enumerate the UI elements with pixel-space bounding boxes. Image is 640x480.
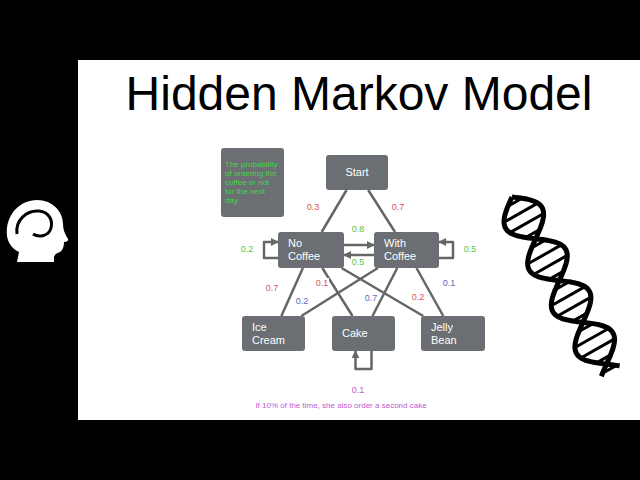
node-text: Jelly Bean: [431, 321, 475, 346]
dna-rung: [526, 230, 540, 238]
transition-arrow: [344, 254, 374, 257]
probability-label: 0.7: [364, 293, 379, 303]
probability-label: 0.2: [240, 244, 255, 254]
probability-label: 0.2: [295, 296, 310, 306]
self-loop-arrow: [439, 242, 453, 258]
dna-rung: [532, 240, 546, 248]
dna-illustration: [494, 187, 629, 382]
probability-label: 0.1: [442, 278, 457, 288]
head-icon: [7, 200, 68, 262]
probability-label: 0.2: [411, 292, 426, 302]
node-text: Cake: [342, 327, 368, 340]
node-text: The probability of ordering the coffee o…: [225, 160, 280, 206]
probability-label: 0.5: [463, 244, 478, 254]
connector-line: [281, 268, 303, 316]
observation-box: Ice Cream: [242, 316, 305, 351]
node-text: No Coffee: [288, 237, 334, 262]
observation-box: Cake: [332, 316, 395, 351]
probability-label: 0.8: [351, 224, 366, 234]
node-text: Ice Cream: [252, 321, 295, 346]
probability-label: 0.1: [315, 278, 330, 288]
state-box: No Coffee: [278, 232, 344, 268]
observation-box: Jelly Bean: [421, 316, 485, 351]
dna-strand: [494, 187, 629, 382]
note-text: If 10% of the time, she also order a sec…: [255, 401, 426, 411]
transition-arrow: [344, 244, 374, 247]
dna-rung: [555, 282, 569, 290]
self-loop-arrow: [264, 242, 278, 258]
title: Hidden Markov Model: [78, 66, 640, 121]
dna-rung: [579, 324, 593, 332]
probability-label: 0.5: [351, 257, 366, 267]
self-loop-arrow: [356, 351, 372, 369]
brain-curve: [17, 211, 52, 236]
probability-label: 0.7: [265, 283, 280, 293]
probability-label: 0.1: [351, 385, 366, 395]
probability-label: 0.3: [306, 202, 321, 212]
state-box: With Coffee: [374, 232, 439, 268]
connector-line: [301, 268, 377, 316]
dna-rung: [508, 198, 522, 206]
probability-label: 0.7: [391, 202, 406, 212]
node-text: With Coffee: [384, 237, 429, 262]
node-text: Start: [345, 166, 368, 179]
connector-line: [322, 190, 347, 232]
head-silhouette: [7, 200, 68, 262]
dna-rung: [549, 271, 563, 279]
dna-rung: [597, 355, 611, 363]
start-box: Start: [326, 155, 388, 190]
dna-strand: [494, 187, 629, 382]
connector-line: [373, 268, 398, 316]
note-box: The probability of ordering the coffee o…: [221, 148, 284, 217]
dna-rung: [573, 313, 587, 321]
dna-rung: [603, 365, 617, 373]
